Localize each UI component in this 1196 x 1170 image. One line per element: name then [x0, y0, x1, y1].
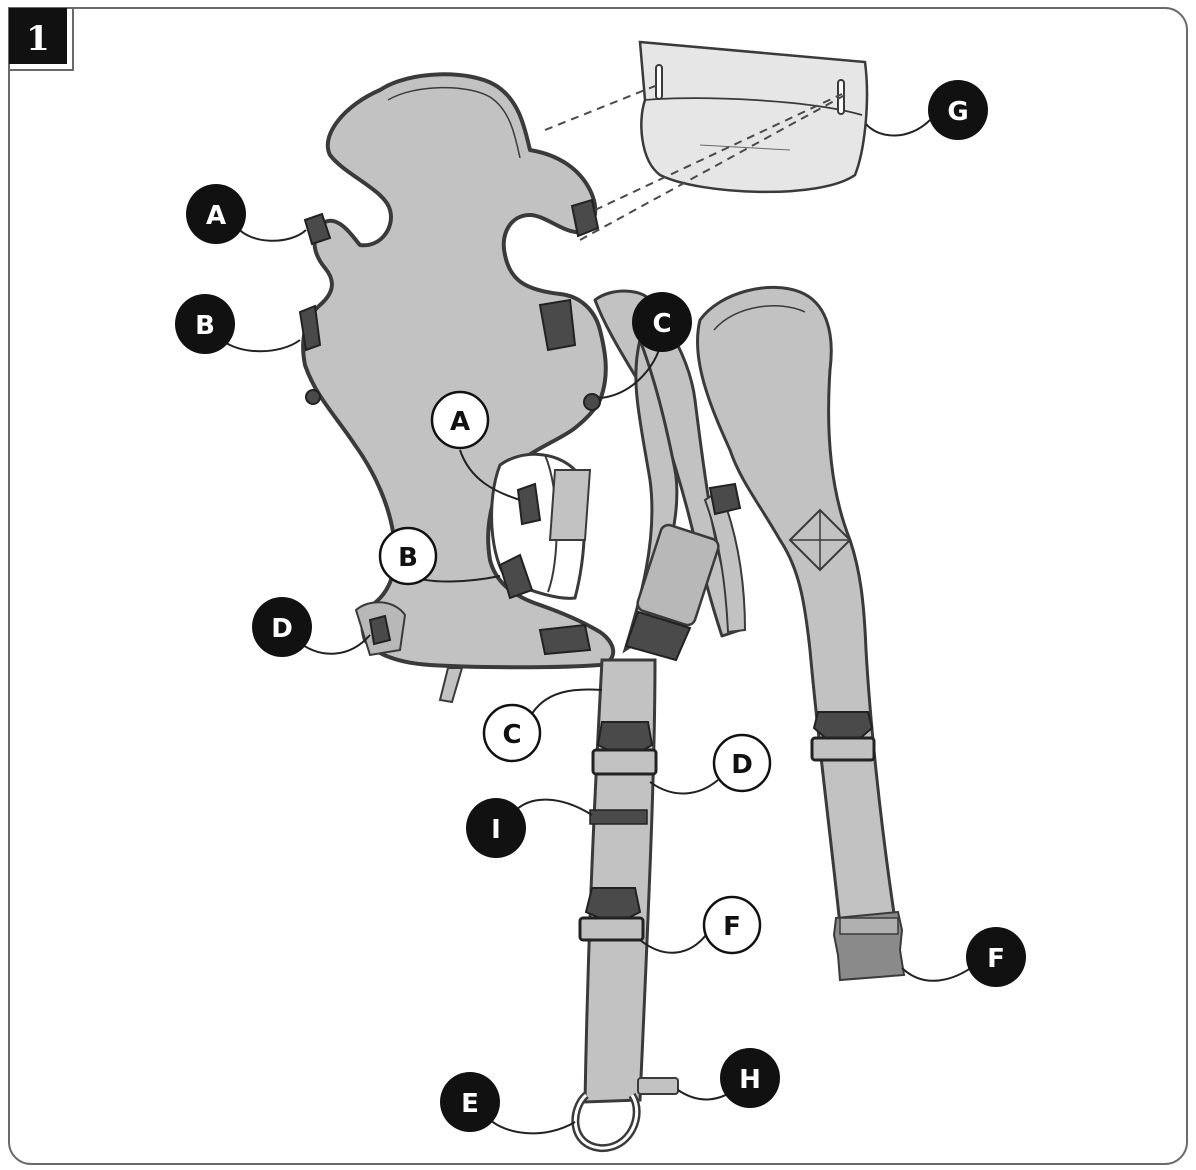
snap-C [583, 393, 601, 411]
strap-tab-H [637, 1077, 679, 1095]
strap-keeper-I [589, 809, 648, 825]
callout-F-light: F [702, 895, 762, 955]
diagram-frame [8, 7, 1188, 1165]
waist-strap [571, 658, 679, 1152]
buckle-B-upper [298, 304, 322, 352]
callout-A-light-text: A [450, 407, 470, 437]
callout-G-dark: G [928, 80, 988, 140]
right-strap-buckle [810, 711, 876, 762]
callout-F-dark: F [966, 927, 1026, 987]
callout-G-dark-text: G [947, 97, 968, 127]
right-shoulder-strap [696, 285, 906, 982]
leader-lines [221, 119, 976, 1135]
sleeping-hood [638, 40, 869, 194]
callout-B-dark: B [175, 294, 235, 354]
callout-C-light: C [482, 703, 542, 763]
callout-D-dark-text: D [271, 614, 293, 644]
callout-D-light-text: D [731, 750, 753, 780]
strap-end-buckle [832, 910, 906, 982]
callout-B-dark-text: B [195, 311, 215, 341]
callout-E-dark: E [440, 1072, 500, 1132]
step-number: 1 [26, 19, 50, 59]
callout-H-dark: H [720, 1048, 780, 1108]
callout-C-light-text: C [502, 720, 521, 750]
callout-I-dark-text: I [491, 815, 501, 845]
hood-attach-lines [544, 83, 846, 241]
callout-A-dark-text: A [206, 201, 226, 231]
buckle-A-upper [303, 212, 332, 246]
carrier-body-panel [298, 72, 616, 704]
callout-H-dark-text: H [739, 1065, 761, 1095]
callout-B-light: B [378, 526, 438, 586]
step-badge: 1 [8, 7, 74, 71]
callout-F-light-text: F [723, 912, 741, 942]
callout-I-dark: I [466, 798, 526, 858]
left-shoulder-strap [593, 289, 747, 662]
callout-A-dark: A [186, 184, 246, 244]
callout-E-dark-text: E [461, 1089, 479, 1119]
callout-B-light-text: B [398, 543, 418, 573]
callout-F-dark-text: F [987, 944, 1005, 974]
callout-C-dark: C [632, 292, 692, 352]
callout-D-dark: D [252, 597, 312, 657]
callout-C-dark-text: C [652, 309, 671, 339]
hood-attach-buckle [570, 198, 600, 238]
callout-A-light: A [430, 390, 490, 450]
callout-D-light: D [712, 733, 772, 793]
